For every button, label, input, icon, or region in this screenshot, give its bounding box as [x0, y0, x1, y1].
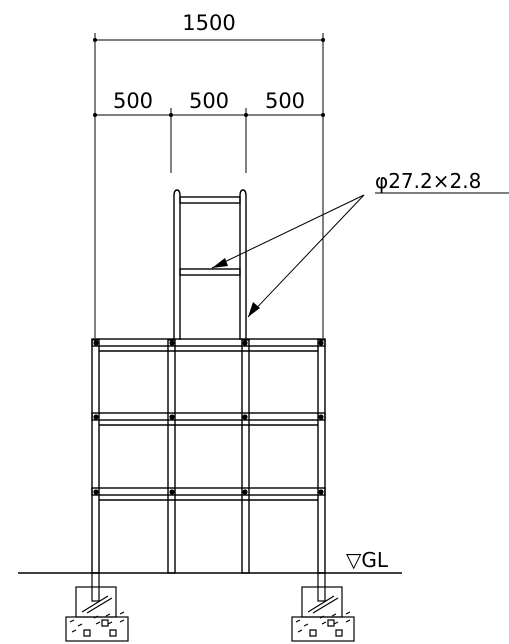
frame-joints [93, 340, 324, 495]
segment-dimension [95, 108, 323, 173]
segment-dimension-label-2: 500 [189, 89, 229, 113]
footing-left [65, 572, 129, 642]
overall-dimension-label: 1500 [182, 11, 235, 35]
segment-dimension-label-3: 500 [265, 89, 305, 113]
pipe-spec-leader [211, 192, 509, 318]
pipe-spec-label: φ27.2×2.8 [375, 169, 481, 193]
segment-dimension-label-1: 500 [113, 89, 153, 113]
main-frame [91, 338, 326, 574]
ground-level-label: ▽GL [346, 548, 389, 572]
overall-dimension [94, 33, 324, 338]
footing-right [291, 572, 355, 642]
leader-arrow [248, 302, 260, 317]
upper-ladder [173, 189, 247, 340]
leader-arrow [212, 258, 228, 268]
